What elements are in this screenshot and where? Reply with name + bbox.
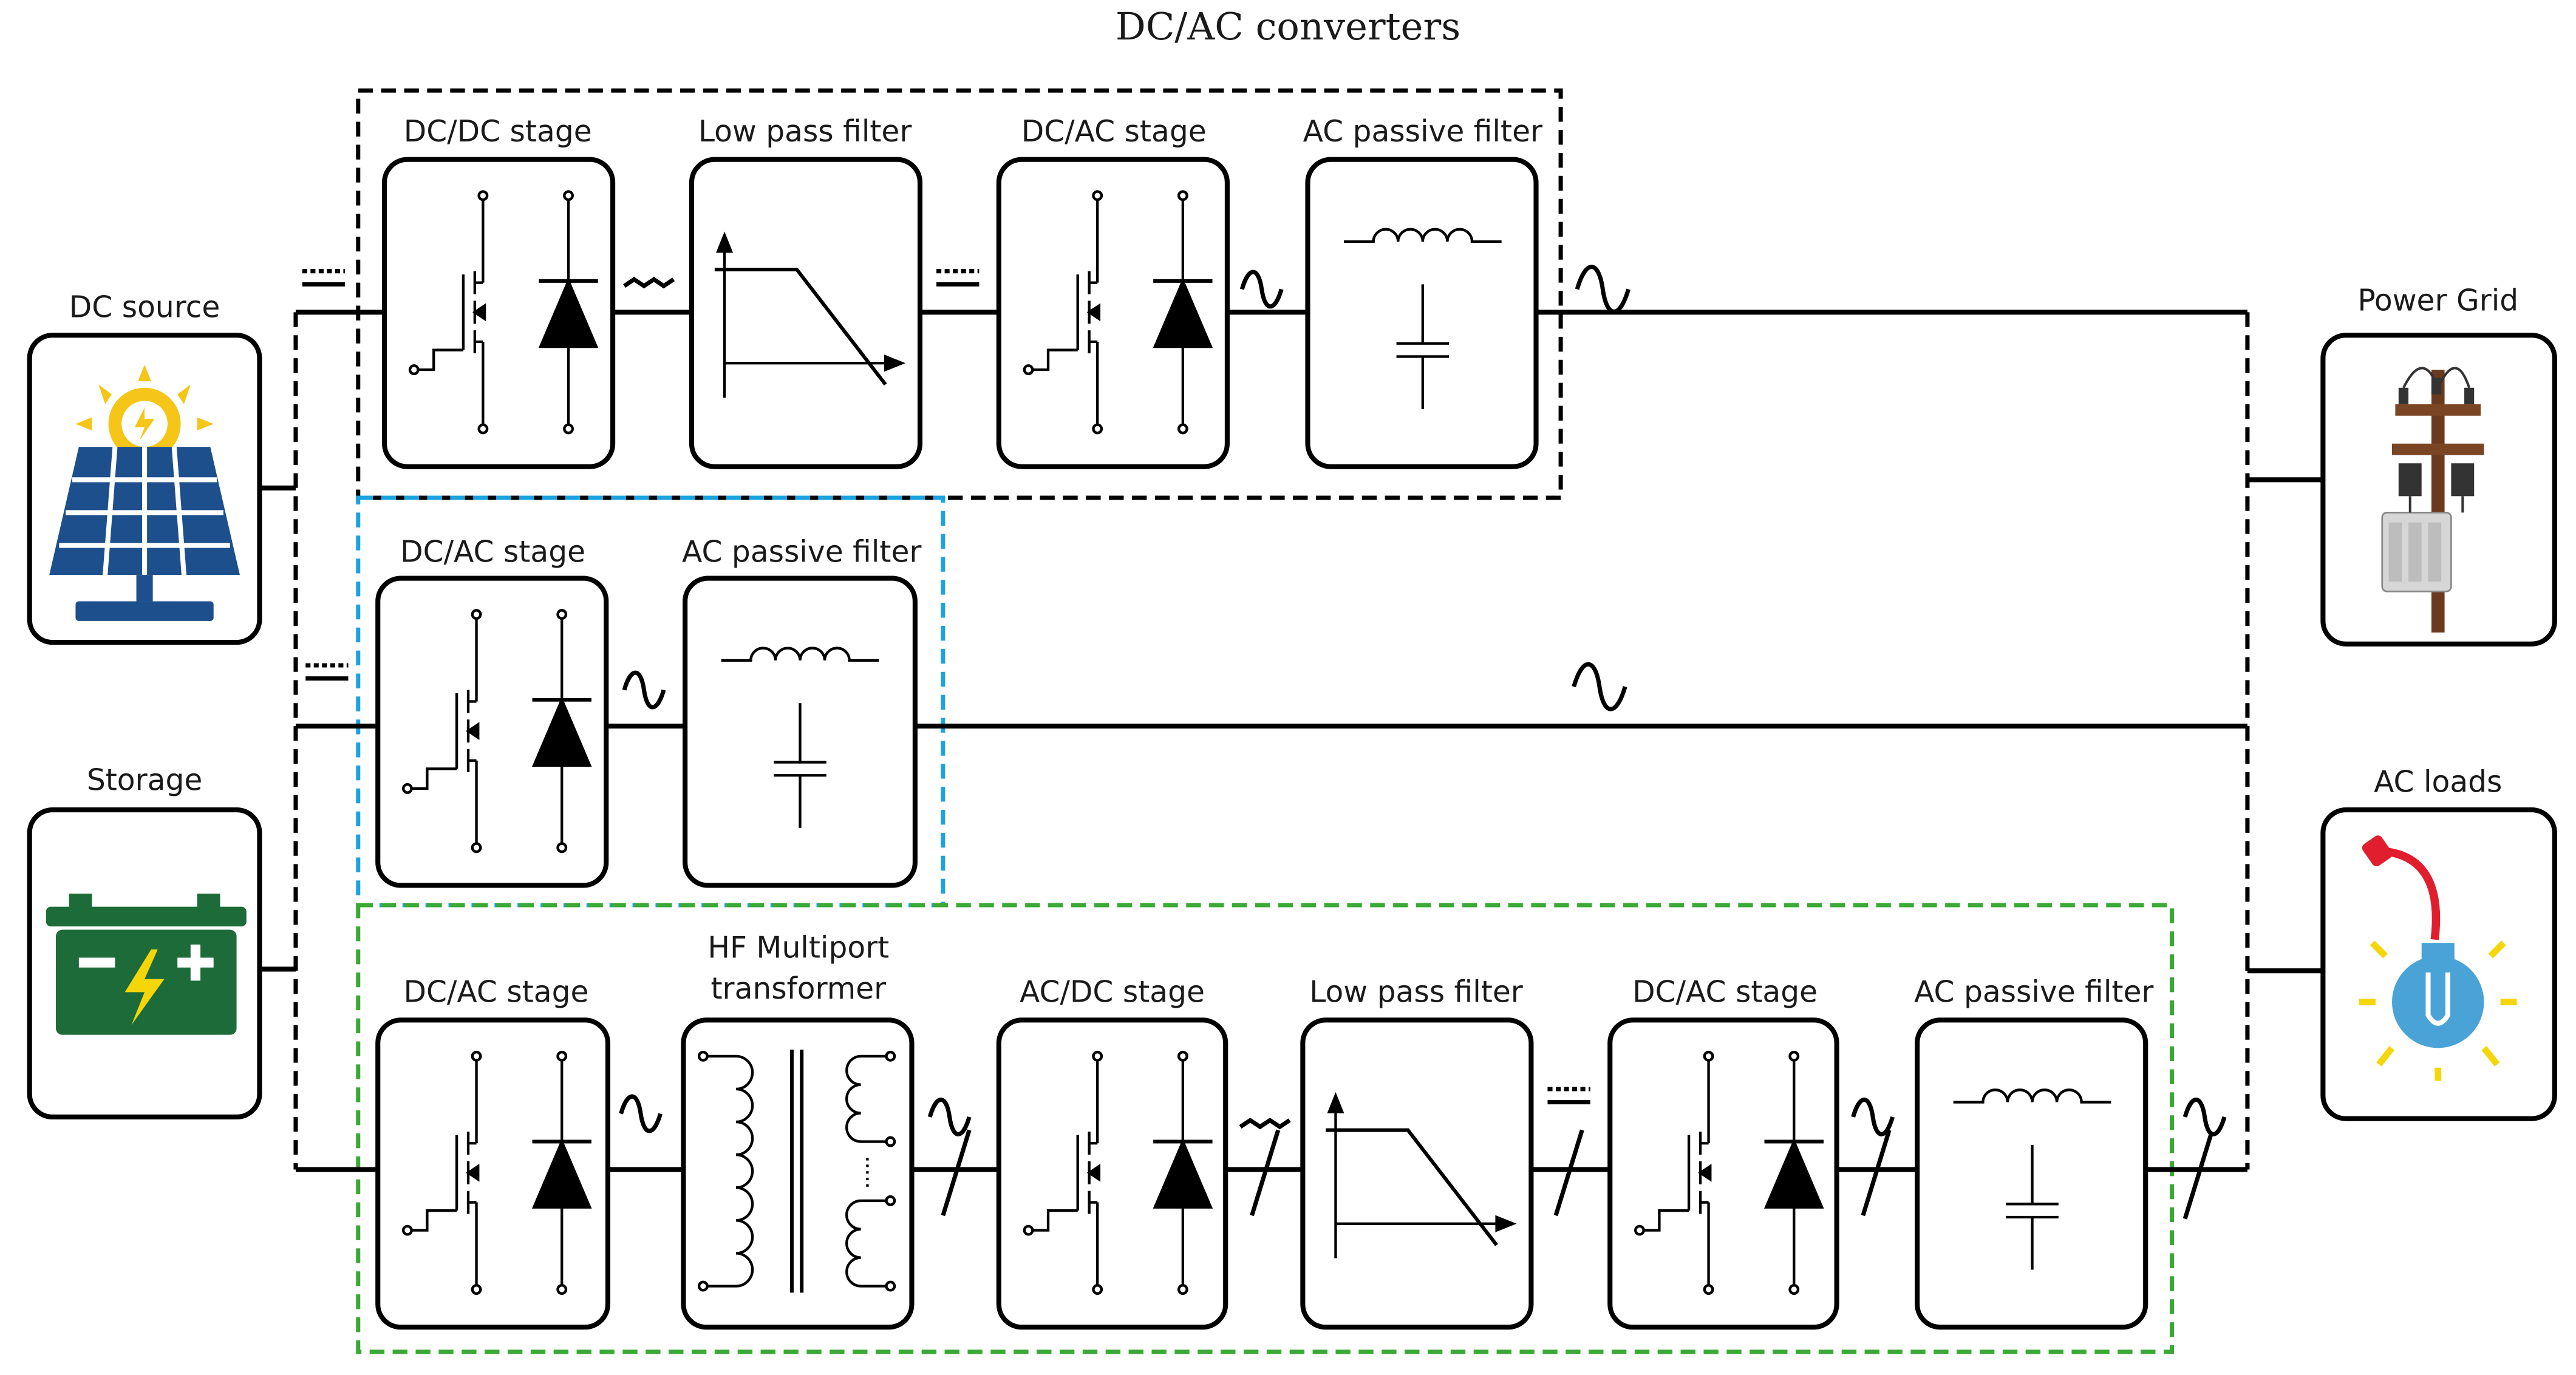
top-group-frame	[356, 88, 1563, 500]
bottom-lowpass-plot	[1326, 1092, 1517, 1258]
middle-group-frame	[356, 495, 946, 908]
top-lc-filter-symbol	[1343, 228, 1502, 409]
bottom-dcac-stage-2: DC/AC stage	[1607, 976, 1839, 1330]
bottom-dcac-stage-1: DC/AC stage	[375, 976, 611, 1330]
bottom-lowpass-filter: Low pass filter	[1300, 976, 1534, 1330]
middle-lc-filter-symbol	[721, 647, 879, 828]
ac-marker-top-output	[1575, 265, 1630, 314]
ac-marker-top-stage	[1239, 270, 1284, 309]
top-dcdc-switch-symbol	[408, 190, 599, 435]
top-stage-label-1: DC/DC stage	[404, 115, 592, 149]
bottom-stage-label-2b: transformer	[710, 972, 887, 1006]
bottom-stage-label-4: Low pass filter	[1309, 976, 1524, 1010]
dc-source: DC source	[27, 290, 262, 645]
ripple-marker-top	[623, 276, 675, 289]
bottom-group-frame	[356, 903, 2174, 1354]
ac-loads: AC loads	[2320, 765, 2557, 1121]
bottom-dcac-1-switch-symbol	[402, 1050, 592, 1295]
bottom-hf-multiport-transformer: HF Multiport transformer	[681, 931, 915, 1330]
multiport-slash-2	[1250, 1129, 1281, 1217]
bottom-stage-label-5: DC/AC stage	[1632, 976, 1818, 1010]
ac-marker-middle-output	[1572, 662, 1627, 711]
ac-marker-bottom-output	[2182, 1098, 2227, 1136]
bottom-acdc-stage: AC/DC stage	[996, 976, 1228, 1330]
dc-marker-top-filtered	[936, 269, 980, 287]
dc-source-label: DC source	[69, 290, 220, 324]
dc-marker-bottom-filtered	[1547, 1087, 1590, 1105]
bottom-lc-filter-symbol	[1953, 1088, 2111, 1270]
top-dcac-switch-symbol	[1023, 190, 1213, 435]
bottom-stage-label-1: DC/AC stage	[404, 976, 589, 1010]
ac-marker-bottom-stage-2	[1851, 1098, 1895, 1136]
bottom-transformer-symbol	[697, 1050, 896, 1293]
dc-marker-top-input	[302, 269, 346, 287]
ac-marker-middle-stage	[622, 670, 666, 710]
middle-stage-label-1: DC/AC stage	[400, 535, 585, 569]
storage: Storage	[27, 764, 262, 1120]
dc-ac-markers	[302, 265, 2227, 1220]
dc-marker-middle-input	[305, 663, 349, 681]
utility-pole-transformer-icon	[2381, 367, 2484, 633]
ripple-marker-bottom	[1239, 1118, 1291, 1130]
ac-loads-label: AC loads	[2374, 765, 2502, 799]
multiport-slash-3	[1553, 1129, 1584, 1217]
battery-icon	[46, 894, 247, 1035]
bottom-stage-label-6: AC passive filter	[1914, 976, 2154, 1010]
multiport-slash-5	[2182, 1132, 2213, 1220]
top-stage-label-2: Low pass filter	[698, 115, 913, 149]
switch-symbols	[402, 190, 1824, 1295]
top-stage-label-3: DC/AC stage	[1021, 115, 1207, 149]
bottom-dcac-2-switch-symbol	[1634, 1050, 1824, 1295]
top-lowpass-filter: Low pass filter	[689, 115, 923, 469]
multiport-slash-1	[941, 1129, 972, 1217]
ac-marker-bottom-stage-1	[619, 1094, 663, 1133]
bottom-ac-passive-filter: AC passive filter	[1914, 976, 2154, 1330]
filter-symbols	[697, 228, 2111, 1293]
middle-dcac-switch-symbol	[402, 609, 592, 854]
bottom-stage-label-2a: HF Multiport	[707, 931, 889, 965]
middle-ac-passive-filter: AC passive filter	[682, 535, 922, 888]
top-dcdc-stage: DC/DC stage	[381, 115, 616, 469]
power-grid: Power Grid	[2320, 284, 2557, 647]
storage-label: Storage	[87, 764, 203, 798]
top-lowpass-plot	[714, 231, 906, 398]
top-stage-label-4: AC passive filter	[1303, 115, 1543, 149]
top-dcac-stage: DC/AC stage	[996, 115, 1230, 469]
solar-panel-icon	[49, 364, 240, 621]
ac-marker-bottom-transformer	[927, 1098, 972, 1136]
middle-stage-label-2: AC passive filter	[682, 535, 922, 569]
power-grid-label: Power Grid	[2357, 284, 2518, 318]
bottom-stage-label-3: AC/DC stage	[1020, 976, 1205, 1010]
diagram-title: DC/AC converters	[1116, 4, 1460, 49]
light-bulb-icon	[2359, 835, 2517, 1081]
multiport-slash-4	[1861, 1129, 1892, 1217]
bottom-acdc-switch-symbol	[1023, 1050, 1213, 1295]
middle-dcac-stage: DC/AC stage	[375, 535, 609, 888]
